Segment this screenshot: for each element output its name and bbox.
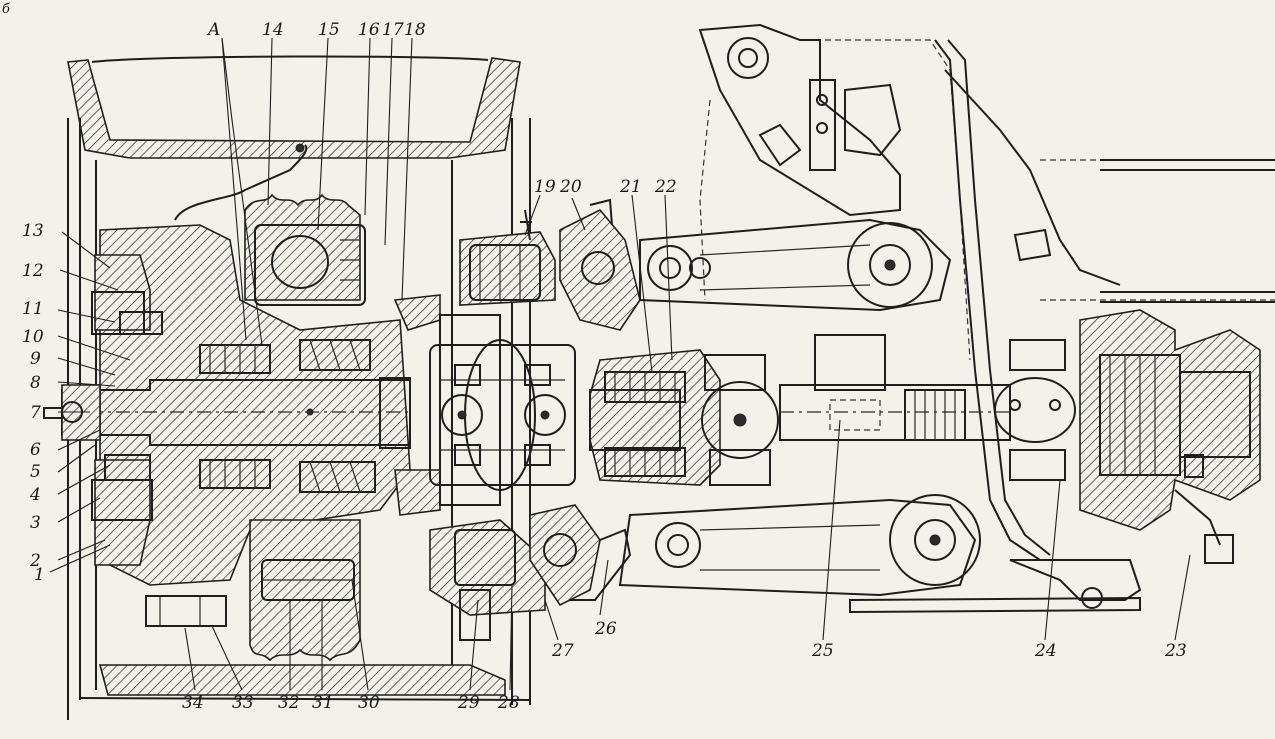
lower-suspension-arm bbox=[618, 494, 981, 597]
steering-knuckle bbox=[393, 294, 501, 516]
label-21: 21 bbox=[619, 177, 642, 197]
label-10: 10 bbox=[22, 327, 44, 347]
upper-suspension-arm bbox=[639, 218, 952, 312]
hub-assembly bbox=[91, 193, 411, 662]
base-bolt bbox=[1081, 587, 1103, 609]
label-1: 1 bbox=[34, 565, 45, 585]
base-plate bbox=[849, 596, 1141, 614]
label-8: 8 bbox=[30, 373, 41, 393]
label-12: 12 bbox=[22, 261, 44, 281]
label-15: 15 bbox=[318, 20, 340, 40]
callout-labels: A 14 15 16 17 18 19 20 21 22 13 12 11 10… bbox=[22, 20, 1187, 713]
frame-rail bbox=[934, 39, 1275, 561]
label-14: 14 bbox=[262, 20, 284, 40]
label-20: 20 bbox=[559, 177, 582, 197]
label-16: 16 bbox=[358, 20, 380, 40]
label-29: 29 bbox=[457, 693, 480, 713]
label-17: 17 bbox=[382, 20, 404, 40]
bearing-lower bbox=[199, 459, 376, 493]
label-27: 27 bbox=[551, 641, 574, 661]
label-2: 2 bbox=[29, 551, 41, 571]
label-22: 22 bbox=[654, 177, 677, 197]
corner-mark: б bbox=[2, 2, 10, 17]
label-19: 19 bbox=[534, 177, 556, 197]
label-25: 25 bbox=[811, 641, 834, 661]
inner-joint bbox=[589, 349, 779, 486]
label-23: 23 bbox=[1164, 641, 1187, 661]
label-3: 3 bbox=[30, 513, 41, 533]
label-24: 24 bbox=[1034, 641, 1057, 661]
label-4: 4 bbox=[29, 485, 41, 505]
differential-housing bbox=[1079, 309, 1261, 564]
label-32: 32 bbox=[278, 693, 300, 713]
label-7: 7 bbox=[30, 403, 41, 423]
kingpin-lower bbox=[429, 504, 632, 641]
leader-lines bbox=[49, 37, 1191, 691]
label-30: 30 bbox=[358, 693, 380, 713]
kingpin-upper bbox=[459, 198, 641, 331]
inner-cv-joint bbox=[994, 339, 1142, 601]
label-31: 31 bbox=[312, 693, 334, 713]
label-11: 11 bbox=[22, 299, 44, 319]
label-33: 33 bbox=[232, 693, 254, 713]
frame-bracket bbox=[698, 23, 971, 361]
label-34: 34 bbox=[182, 693, 204, 713]
label-26: 26 bbox=[594, 619, 617, 639]
label-9: 9 bbox=[30, 349, 41, 369]
label-5: 5 bbox=[30, 462, 41, 482]
label-28: 28 bbox=[497, 693, 520, 713]
universal-joint bbox=[429, 339, 576, 491]
label-6: 6 bbox=[30, 440, 41, 460]
half-shaft bbox=[779, 334, 1011, 441]
label-A: A bbox=[206, 20, 220, 40]
label-13: 13 bbox=[22, 221, 44, 241]
bearing-upper bbox=[199, 339, 371, 374]
label-18: 18 bbox=[404, 20, 426, 40]
